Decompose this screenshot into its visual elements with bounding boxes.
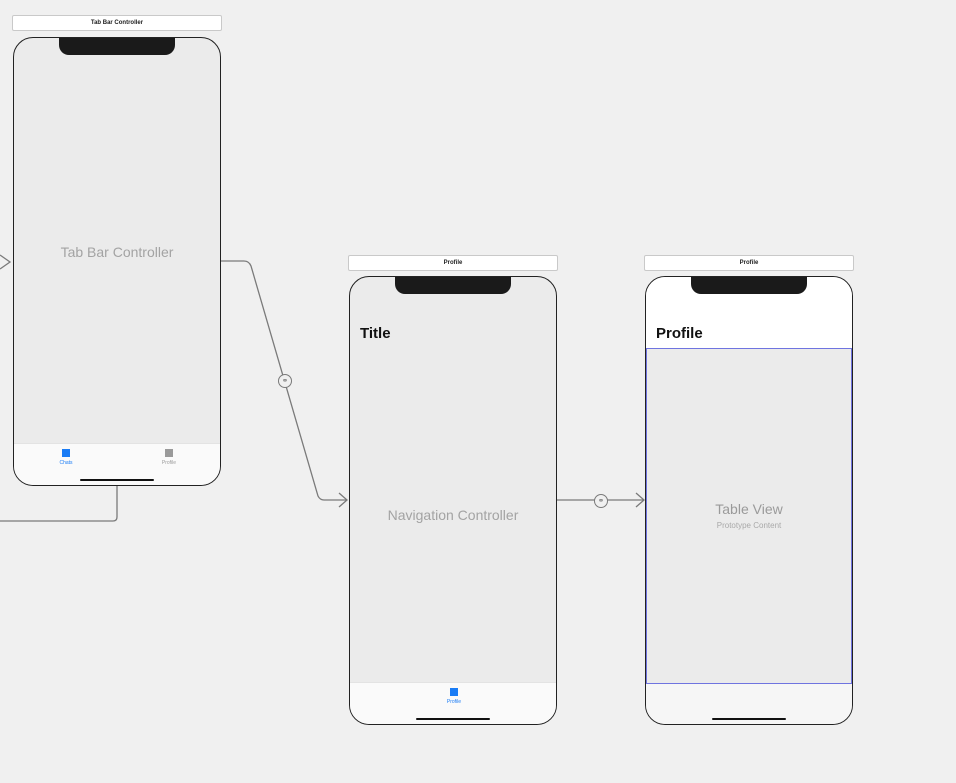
- tab-bar: Chats Profile: [14, 443, 220, 485]
- device-notch: [691, 277, 807, 294]
- tab-profile[interactable]: Profile: [149, 449, 189, 466]
- segue-icon[interactable]: ⚭: [278, 374, 292, 388]
- segue-arrow-into-tab-bar[interactable]: [0, 254, 12, 270]
- tab-chats-label: Chats: [59, 460, 73, 466]
- segue-icon[interactable]: ⚭: [594, 494, 608, 508]
- tab-square-icon: [165, 449, 173, 457]
- table-view-title: Table View: [715, 501, 783, 517]
- tab-chats[interactable]: Chats: [46, 449, 86, 466]
- segue-arrowhead-nav: [338, 492, 348, 508]
- table-view[interactable]: Table View Prototype Content: [646, 348, 852, 684]
- profile-device[interactable]: Profile Table View Prototype Content: [645, 276, 853, 725]
- device-notch: [395, 277, 511, 294]
- nav-title: Profile: [656, 325, 703, 342]
- scene-center-label: Tab Bar Controller: [60, 244, 174, 260]
- bottom-bar: [646, 684, 852, 724]
- scene-label-tab-bar-controller[interactable]: Tab Bar Controller: [12, 15, 222, 31]
- scene-center-label: Navigation Controller: [387, 507, 519, 523]
- segue-arrowhead-profile: [635, 492, 645, 508]
- home-indicator: [712, 717, 786, 720]
- device-notch: [59, 38, 175, 55]
- tab-profile-label: Profile: [446, 699, 462, 705]
- home-indicator: [80, 478, 154, 481]
- nav-title: Title: [360, 325, 391, 342]
- tab-profile-label: Profile: [161, 460, 177, 466]
- tab-profile[interactable]: Profile: [434, 688, 474, 705]
- tab-square-icon: [62, 449, 70, 457]
- tab-square-icon: [450, 688, 458, 696]
- scene-label-profile[interactable]: Profile: [644, 255, 854, 271]
- tab-bar-controller-device[interactable]: Tab Bar Controller Chats Profile: [13, 37, 221, 486]
- segue-tab-bottom-outlet[interactable]: [0, 486, 118, 522]
- table-view-subtitle: Prototype Content: [716, 521, 782, 530]
- home-indicator: [416, 717, 490, 720]
- scene-label-navigation-controller[interactable]: Profile: [348, 255, 558, 271]
- navigation-controller-device[interactable]: Title Navigation Controller Profile: [349, 276, 557, 725]
- tab-bar: Profile: [350, 682, 556, 724]
